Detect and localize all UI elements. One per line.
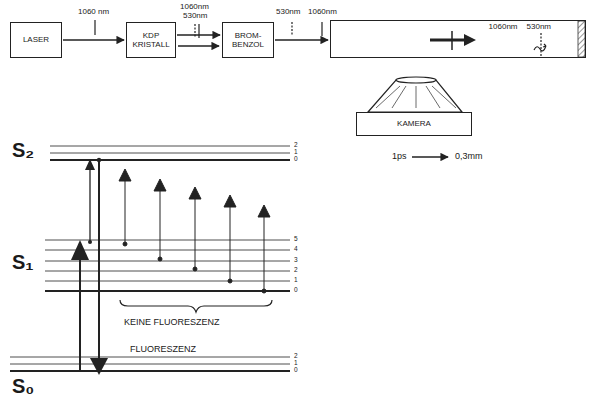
mirror <box>578 21 585 57</box>
fluorescence-arrow <box>98 160 100 358</box>
pulse-arrow <box>464 34 476 46</box>
excitation-arrow <box>85 159 95 170</box>
annotation: KEINE FLUORESZENZ <box>124 318 220 327</box>
box-label: BROM-BENZOL <box>226 31 270 49</box>
level-number: 3 <box>294 257 298 264</box>
brace <box>120 300 272 312</box>
level-number: 4 <box>294 246 298 253</box>
box-label: LASER <box>23 35 49 44</box>
camera-lens <box>368 80 462 112</box>
box-label: 1060nm <box>489 22 518 31</box>
level-number: 0 <box>294 156 298 163</box>
absorption-arrows <box>119 169 270 293</box>
crystal-box: KDP KRISTALL <box>126 22 176 58</box>
level-dot <box>88 240 92 244</box>
annotation: 530nm <box>276 8 300 16</box>
level-number: 0 <box>294 367 298 374</box>
level-number: 2 <box>294 353 298 360</box>
level-number: 2 <box>294 267 298 274</box>
annotation: 1060 nm <box>78 8 109 16</box>
annotation: 1060nm <box>180 3 209 11</box>
level-number: 0 <box>294 287 298 294</box>
excitation-arrow <box>71 240 89 260</box>
beam-mark <box>94 20 95 35</box>
excitation-arrow <box>89 168 90 242</box>
lens-rings <box>376 86 456 108</box>
beam-mark <box>194 24 195 38</box>
level-number: 1 <box>294 360 298 367</box>
pulse-arrow <box>430 39 466 42</box>
pulse-symbol <box>534 44 546 51</box>
camera-box: KAMERA <box>356 112 472 136</box>
beam-arrow <box>63 39 124 40</box>
level-number: 1 <box>294 149 298 156</box>
level-number: 2 <box>294 142 298 149</box>
beam-arrow <box>275 39 328 40</box>
energy-levels <box>10 146 290 371</box>
pulse-front <box>451 31 453 50</box>
annotation: 0,3mm <box>455 152 483 161</box>
excitation-arrow <box>79 258 81 371</box>
beam-mark <box>291 22 292 36</box>
camera-lens <box>396 77 436 83</box>
state-label: S₂ <box>12 140 34 160</box>
state-label: S₁ <box>12 252 34 272</box>
beam-mark <box>321 22 322 36</box>
fluorescence-arrow <box>90 358 108 375</box>
box-label: KDP KRISTALL <box>130 31 172 49</box>
annotation: 1060nm <box>308 8 337 16</box>
annotation: 530nm <box>183 12 207 20</box>
beam-arrow <box>177 34 220 35</box>
state-label: S₀ <box>12 376 34 396</box>
level-number: 1 <box>294 277 298 284</box>
beam-mark <box>198 24 199 38</box>
scale-arrow <box>412 156 448 157</box>
sample-cell: 1060nm 530nm <box>330 20 586 58</box>
beam-arrow <box>178 45 219 46</box>
box-label: KAMERA <box>397 119 431 128</box>
laser-box: LASER <box>10 22 62 58</box>
level-number: 5 <box>294 236 298 243</box>
annotation: 1ps <box>392 152 407 161</box>
annotation: FLUORESZENZ <box>130 345 196 354</box>
box-label: 530nm <box>527 22 551 31</box>
pulse-front <box>540 33 541 56</box>
cell-box: BROM-BENZOL <box>222 22 274 58</box>
